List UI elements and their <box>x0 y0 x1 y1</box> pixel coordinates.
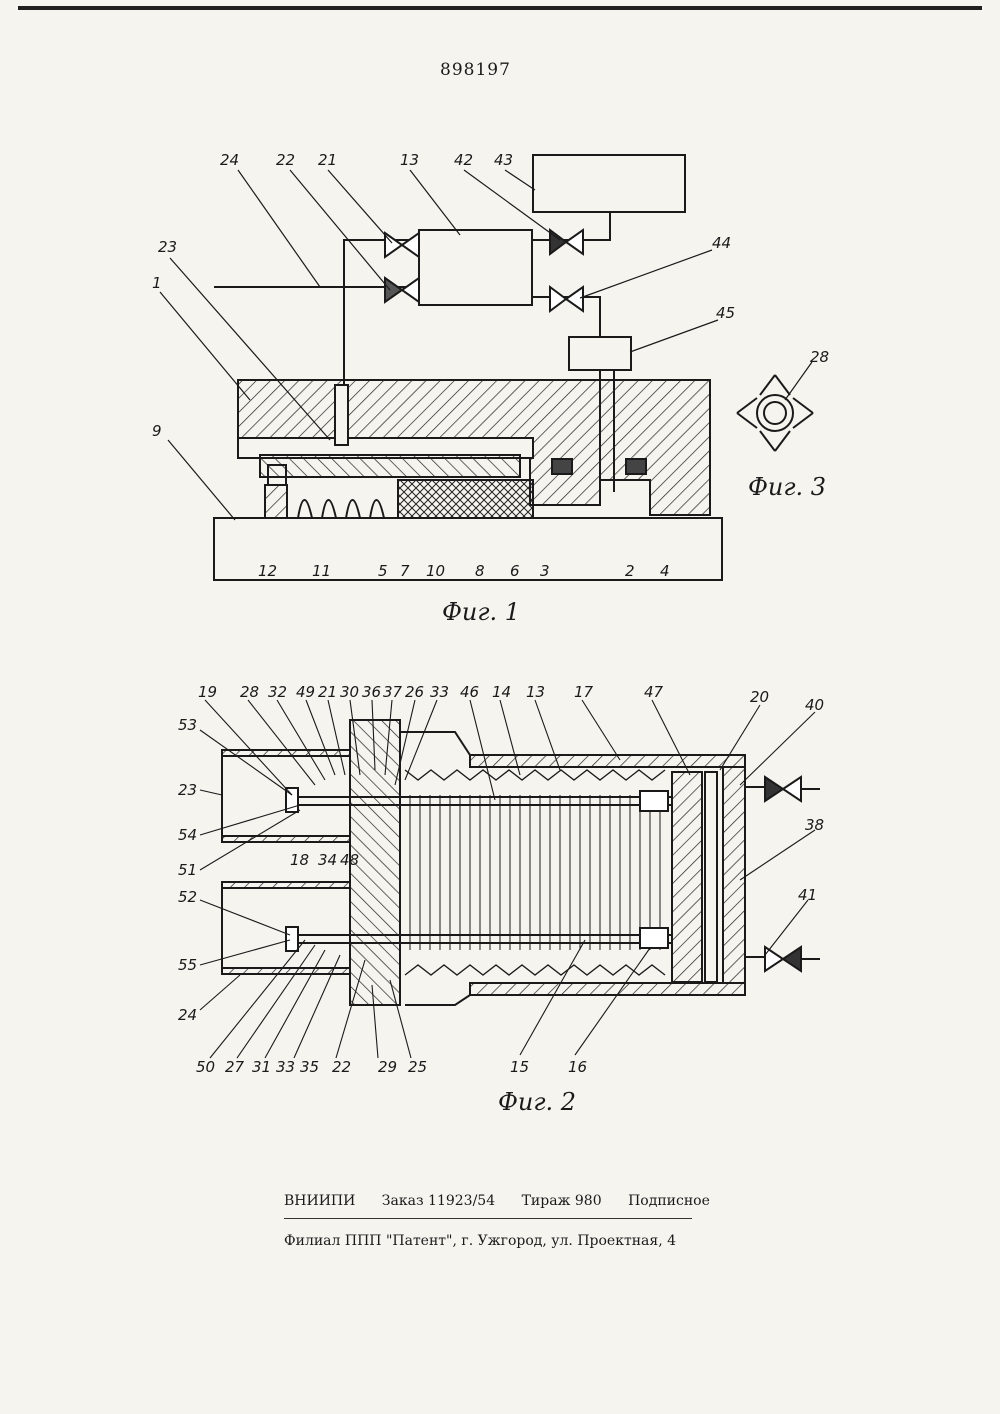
label-31: 31 <box>252 1058 271 1076</box>
label-16: 16 <box>568 1058 587 1076</box>
spring-5 <box>298 500 384 518</box>
label-15: 15 <box>510 1058 529 1076</box>
label-13: 13 <box>526 683 545 701</box>
valve-icon <box>550 230 583 254</box>
imprint-branch: Филиал ППП "Патент", г. Ужгород, ул. Про… <box>284 1233 676 1249</box>
imprint-org: ВНИИПИ <box>284 1193 355 1209</box>
imprint-type: Подписное <box>628 1193 710 1209</box>
figure-1 <box>160 155 813 580</box>
shaft-9 <box>214 518 722 580</box>
label-38: 38 <box>805 816 824 834</box>
packing-8 <box>398 480 533 518</box>
imprint-line-1: ВНИИПИ Заказ 11923/54 Тираж 980 Подписно… <box>284 1193 732 1209</box>
caption-fig1: Фиг. 1 <box>442 598 520 626</box>
label-52: 52 <box>178 888 197 906</box>
valve-icon <box>745 947 820 971</box>
label-50: 50 <box>196 1058 215 1076</box>
label-55: 55 <box>178 956 197 974</box>
label-18: 18 <box>290 851 309 869</box>
label-53: 53 <box>178 716 197 734</box>
label-2: 2 <box>625 562 635 580</box>
label-9: 9 <box>152 422 162 440</box>
label-17: 17 <box>574 683 594 701</box>
figure-2 <box>200 700 820 1058</box>
chamber-20 <box>705 772 717 982</box>
label-30: 30 <box>340 683 359 701</box>
valve-icon <box>550 287 583 311</box>
valve-icon <box>385 233 419 257</box>
label-54: 54 <box>178 826 197 844</box>
label-13: 13 <box>400 151 419 169</box>
imprint-order: Заказ 11923/54 <box>382 1193 495 1209</box>
label-5: 5 <box>378 562 388 580</box>
label-23: 23 <box>178 781 197 799</box>
bellows-14 <box>405 770 665 975</box>
piston-17 <box>672 772 702 982</box>
label-22: 22 <box>332 1058 351 1076</box>
imprint-circulation: Тираж 980 <box>522 1193 602 1209</box>
valve-icon <box>385 278 419 302</box>
caption-fig2: Фиг. 2 <box>498 1088 576 1116</box>
label-28-fig3: 28 <box>810 348 829 366</box>
label-24: 24 <box>220 151 239 169</box>
label-11: 11 <box>312 562 331 580</box>
label-41: 41 <box>798 886 817 904</box>
label-33-top: 33 <box>430 683 449 701</box>
label-7: 7 <box>400 562 410 580</box>
label-20: 20 <box>750 688 769 706</box>
label-49: 49 <box>296 683 315 701</box>
figure-3 <box>737 375 813 451</box>
label-25: 25 <box>408 1058 427 1076</box>
label-1: 1 <box>152 274 162 292</box>
seal-4 <box>626 459 646 474</box>
label-12: 12 <box>258 562 277 580</box>
label-21: 21 <box>318 683 337 701</box>
label-35: 35 <box>300 1058 319 1076</box>
label-44: 44 <box>712 234 731 252</box>
label-36: 36 <box>362 683 381 701</box>
unit-13-box <box>419 230 532 305</box>
label-46: 46 <box>460 683 479 701</box>
seal-3 <box>552 459 572 474</box>
label-19: 19 <box>198 683 217 701</box>
label-47: 47 <box>644 683 664 701</box>
imprint-divider <box>284 1218 692 1219</box>
label-40: 40 <box>805 696 824 714</box>
label-21: 21 <box>318 151 337 169</box>
label-28: 28 <box>240 683 259 701</box>
label-51: 51 <box>178 861 197 879</box>
plates-46 <box>410 795 660 950</box>
label-33: 33 <box>276 1058 295 1076</box>
label-10: 10 <box>426 562 445 580</box>
label-27: 27 <box>225 1058 245 1076</box>
label-32: 32 <box>268 683 287 701</box>
label-4: 4 <box>660 562 670 580</box>
label-14: 14 <box>492 683 511 701</box>
label-34: 34 <box>318 851 337 869</box>
label-37: 37 <box>383 683 403 701</box>
valve-icon <box>745 777 820 801</box>
caption-fig3: Фиг. 3 <box>748 473 826 501</box>
label-3: 3 <box>540 562 550 580</box>
label-22: 22 <box>276 151 295 169</box>
unit-45-box <box>569 337 631 370</box>
label-43: 43 <box>494 151 513 169</box>
label-42: 42 <box>454 151 473 169</box>
label-23: 23 <box>158 238 177 256</box>
label-45: 45 <box>716 304 735 322</box>
unit-43-box <box>533 155 685 212</box>
label-48: 48 <box>340 851 359 869</box>
label-8: 8 <box>475 562 485 580</box>
label-26: 26 <box>405 683 424 701</box>
label-6: 6 <box>510 562 520 580</box>
label-24: 24 <box>178 1006 197 1024</box>
label-29: 29 <box>378 1058 397 1076</box>
